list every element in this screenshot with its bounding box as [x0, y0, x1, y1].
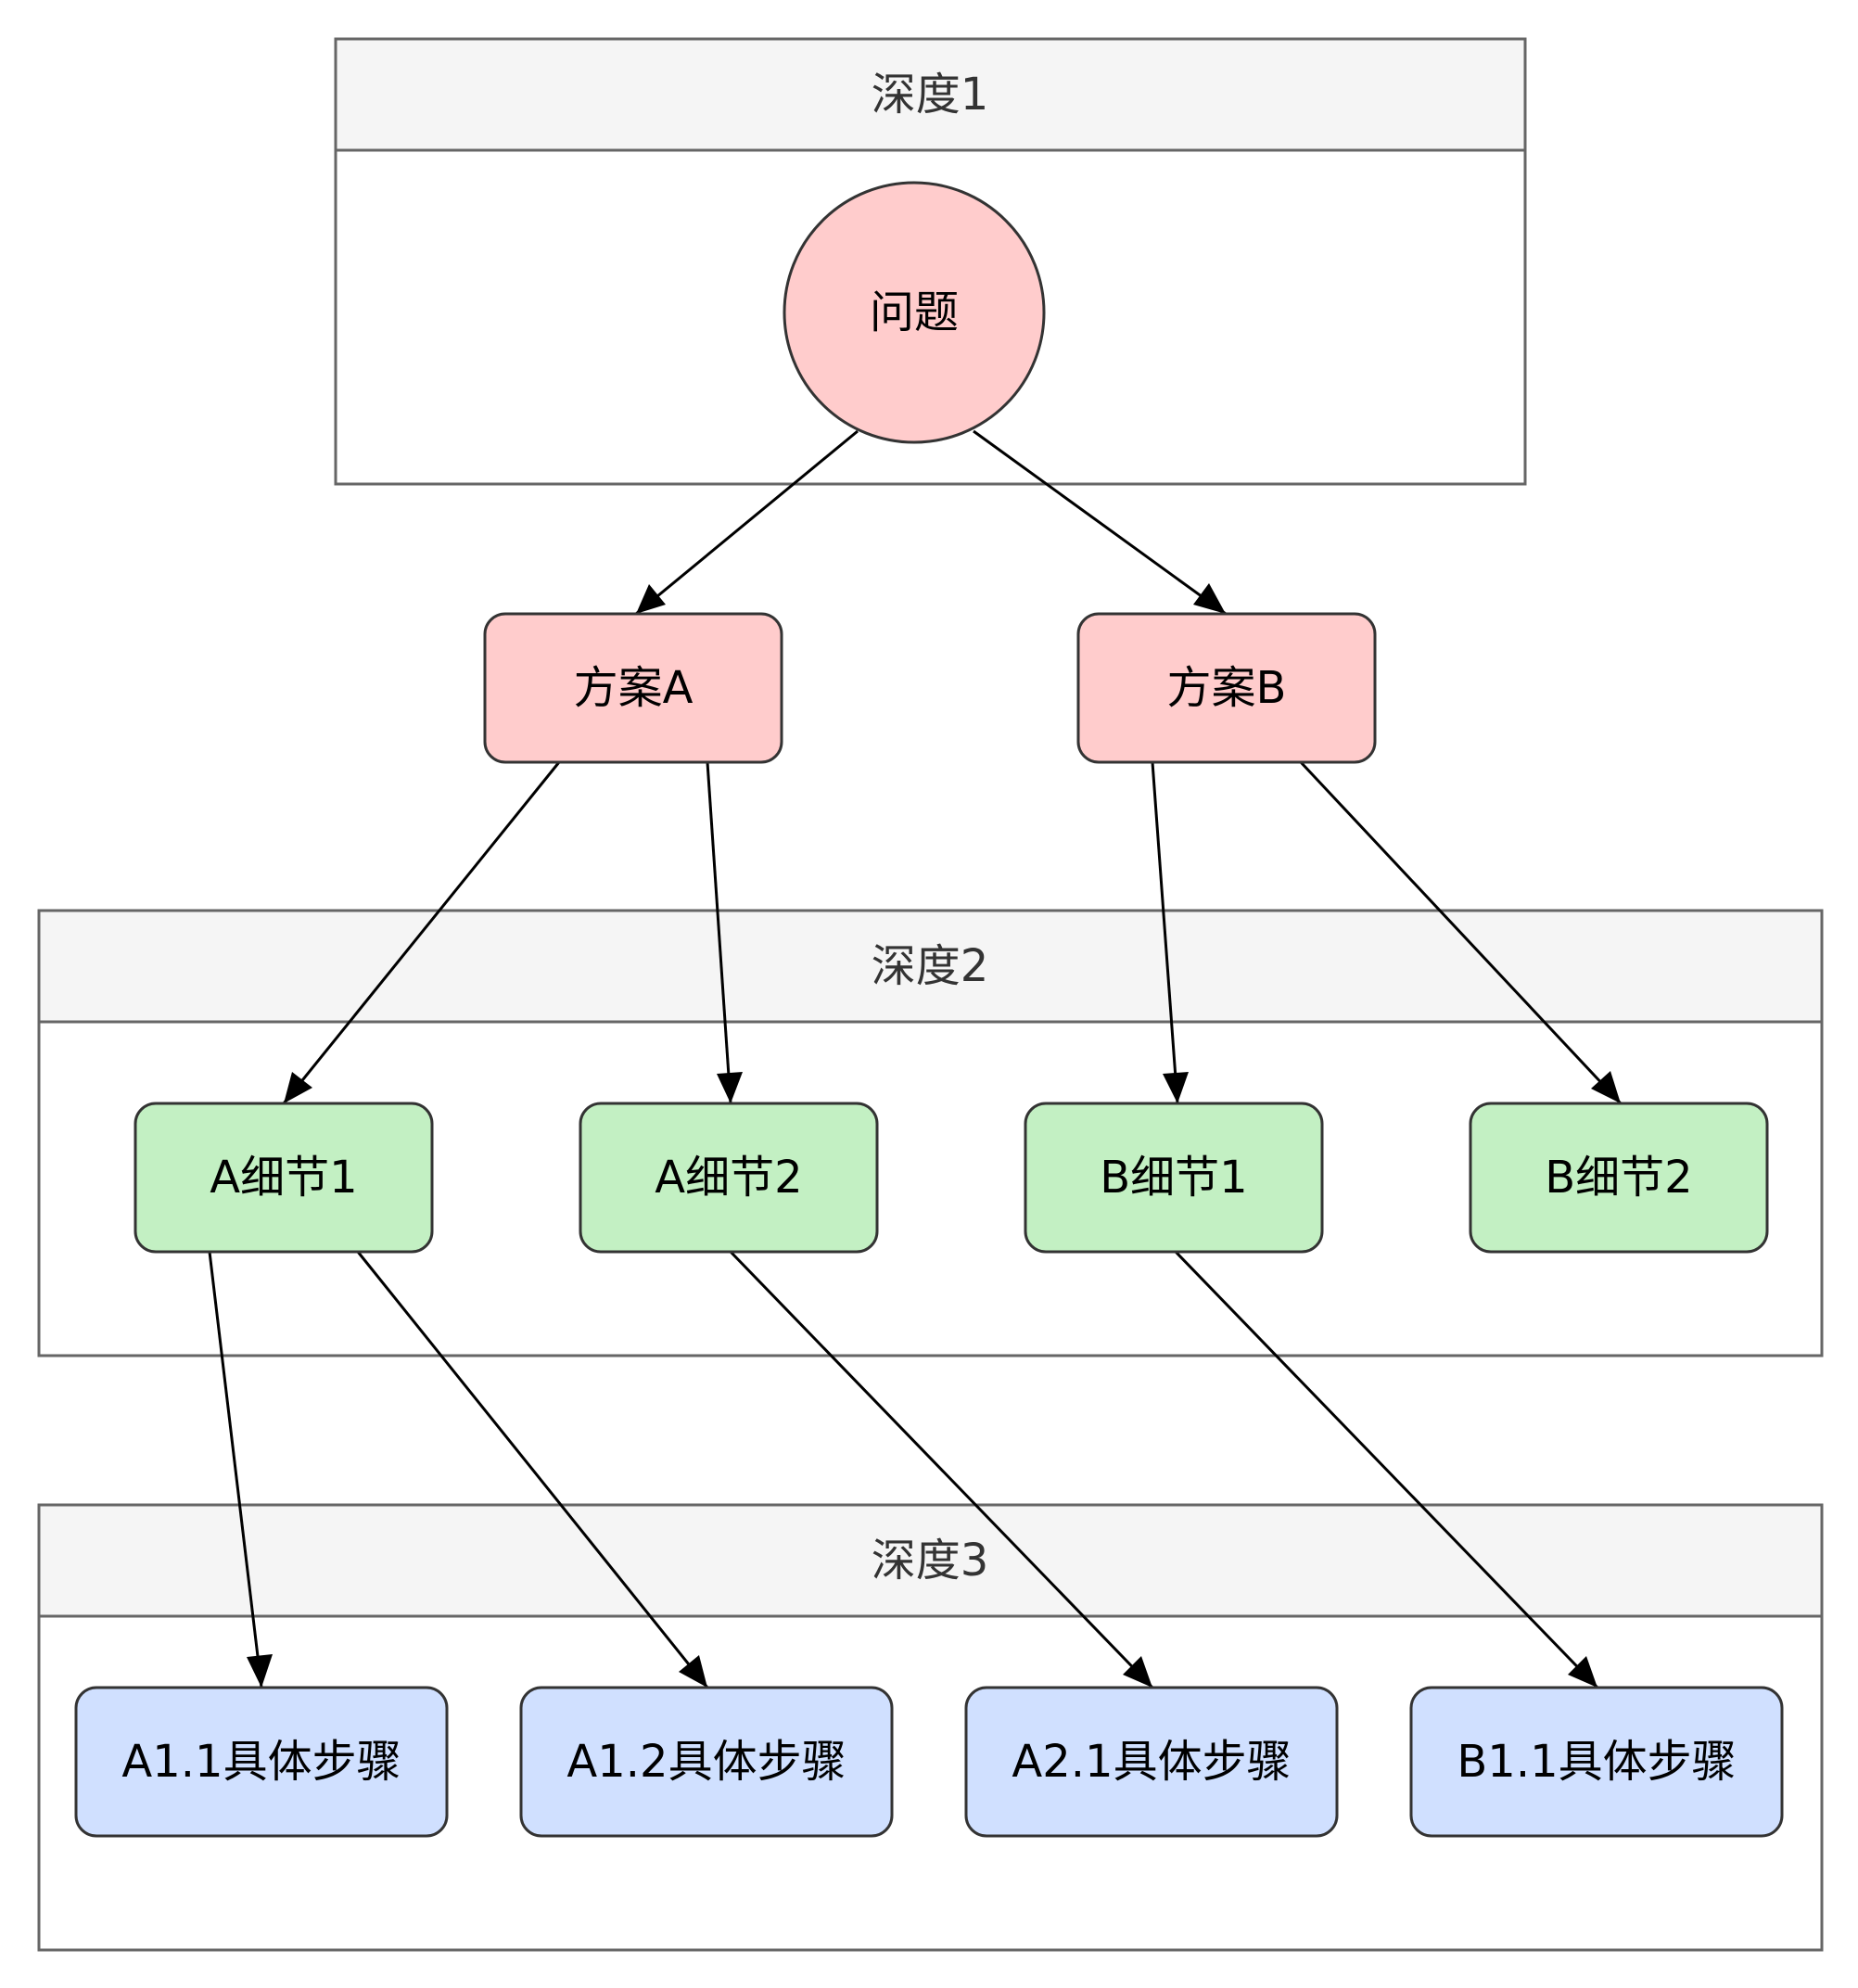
edge-problem-to-plan-b — [973, 429, 1227, 616]
node-b-detail-2-label: B细节2 — [1545, 1152, 1692, 1204]
node-step-b11-shape[interactable] — [1409, 1686, 1784, 1838]
node-problem-label: 问题 — [870, 287, 959, 338]
arrowhead-icon — [1591, 1071, 1621, 1103]
arrowhead-icon — [717, 1072, 743, 1103]
group-depth1-title: 深度1 — [872, 69, 989, 121]
node-a-detail-1[interactable]: A细节1 — [134, 1102, 434, 1254]
group-depth3-title: 深度3 — [872, 1535, 989, 1587]
arrowhead-icon — [679, 1655, 707, 1688]
edge-a-detail-1-to-step-a12 — [356, 1251, 709, 1689]
node-a-detail-2-shape[interactable] — [579, 1102, 879, 1254]
node-a-detail-1-label: A细节1 — [210, 1152, 357, 1204]
node-a-detail-2-label: A细节2 — [655, 1152, 802, 1204]
node-plan-a[interactable]: 方案A — [483, 612, 783, 764]
arrowhead-icon — [1163, 1072, 1189, 1103]
arrowheads — [247, 583, 1621, 1688]
node-b-detail-1-shape[interactable] — [1024, 1102, 1324, 1254]
node-step-a12-label: A1.2具体步骤 — [566, 1736, 846, 1788]
edge-problem-to-plan-a — [635, 429, 859, 616]
arrowhead-icon — [1193, 583, 1226, 614]
arrowhead-icon — [1568, 1656, 1597, 1688]
edge-a-detail-2-to-step-a21 — [729, 1250, 1154, 1689]
arrowhead-icon — [1123, 1656, 1152, 1688]
node-plan-b-label: 方案B — [1167, 662, 1287, 714]
edge-b-detail-1-to-step-b11 — [1174, 1250, 1599, 1689]
node-a-detail-2[interactable]: A细节2 — [579, 1102, 879, 1254]
node-plan-b-shape[interactable] — [1076, 612, 1377, 764]
edge-plan-a-to-a-detail-2 — [706, 761, 732, 1104]
node-b-detail-1-label: B细节1 — [1100, 1152, 1247, 1204]
node-b-detail-1[interactable]: B细节1 — [1024, 1102, 1324, 1254]
node-problem-shape[interactable] — [783, 181, 1046, 444]
node-b-detail-2[interactable]: B细节2 — [1469, 1102, 1769, 1254]
node-step-b11[interactable]: B1.1具体步骤 — [1409, 1686, 1784, 1838]
node-step-a12-shape[interactable] — [519, 1686, 894, 1838]
group-depth2-title: 深度2 — [872, 940, 989, 992]
node-b-detail-2-shape[interactable] — [1469, 1102, 1769, 1254]
arrowhead-icon — [284, 1072, 312, 1103]
node-step-a21[interactable]: A2.1具体步骤 — [964, 1686, 1339, 1838]
arrowhead-icon — [636, 584, 666, 614]
arrowhead-icon — [247, 1654, 273, 1688]
node-problem[interactable]: 问题 — [783, 181, 1046, 444]
edge-plan-a-to-a-detail-1 — [282, 761, 561, 1104]
node-a-detail-1-shape[interactable] — [134, 1102, 434, 1254]
group-depth3-header — [37, 1503, 1824, 1618]
edge-plan-b-to-b-detail-2 — [1299, 760, 1623, 1105]
group-depth2: 深度2 — [37, 909, 1824, 1357]
node-step-a11-label: A1.1具体步骤 — [121, 1736, 401, 1788]
node-plan-a-shape[interactable] — [483, 612, 783, 764]
group-depth2-header — [37, 909, 1824, 1024]
group-depth1-header — [334, 37, 1527, 152]
node-step-b11-label: B1.1具体步骤 — [1457, 1736, 1736, 1788]
group-depth3: 深度3 — [37, 1503, 1824, 1952]
edge-a-detail-1-to-step-a11 — [208, 1251, 263, 1689]
edges — [208, 429, 1623, 1689]
node-step-a11[interactable]: A1.1具体步骤 — [74, 1686, 449, 1838]
node-plan-a-label: 方案A — [574, 662, 694, 714]
node-step-a12[interactable]: A1.2具体步骤 — [519, 1686, 894, 1838]
node-plan-b[interactable]: 方案B — [1076, 612, 1377, 764]
node-step-a11-shape[interactable] — [74, 1686, 449, 1838]
edge-plan-b-to-b-detail-1 — [1151, 761, 1179, 1104]
node-step-a21-shape[interactable] — [964, 1686, 1339, 1838]
node-step-a21-label: A2.1具体步骤 — [1012, 1736, 1291, 1788]
